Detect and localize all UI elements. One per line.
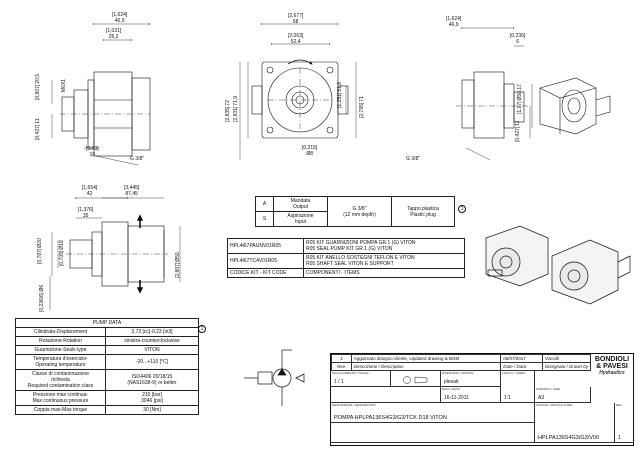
dim-side-top1: [1,654]42 [82, 185, 98, 197]
company-logo: BONDIOLI & PAVESI Hydraulics [594, 356, 630, 376]
port-plug: Tappo plastica Plastic plug [390, 196, 456, 227]
scale-field: SCALA DISEGNO / SCALE 1 / 1 [331, 371, 391, 387]
revision-note-marker: 1 [458, 205, 466, 213]
dim-right-port: G 3/8" [406, 156, 421, 162]
pump-note-marker: 1 [198, 325, 206, 333]
dim-front-left2: [0,427]11 [35, 118, 41, 141]
pump-row: Pressione max continua- Max continuous p… [15, 390, 199, 406]
center-view [239, 23, 357, 160]
dim-side-top2: [3,445]87,45 [124, 185, 140, 197]
dim-front-port: G 3/8" [130, 156, 145, 162]
dim-right-right2: [0,427]11 [515, 120, 521, 143]
format-field: FORMATO / SIZE A3 [535, 387, 591, 403]
revision-table: 1 Aggiornato disegno cliente, Updated dr… [331, 354, 592, 371]
dim-center-right2: [1,251]31,8 [337, 81, 343, 108]
kits-table: HPL4t67PAUNV01R05 R05 KIT GUARNIZIONI PO… [227, 238, 465, 278]
port-size: G 3/8" (12 mm depth) [327, 196, 392, 227]
pump-row: Classe di contaminazione richiesta Requi… [15, 369, 199, 391]
drawn-field: DISEGNATO / DRAWN plesati [441, 371, 501, 387]
kit-header-row: CODICE KIT - KIT CODE COMPONENTI - ITEMS [227, 268, 465, 278]
kit-row: HPL4t67PAUNV01R05 R05 KIT GUARNIZIONI PO… [227, 238, 465, 254]
right-view [456, 27, 533, 161]
dim-side-right1: [2,807]Ø55 [175, 252, 181, 278]
dim-center-left1: [2,835]72 [225, 100, 231, 122]
date-field: DATA / DATE 16-11-2011 [441, 387, 501, 403]
kit-code-header: CODICE KIT - KIT CODE [227, 268, 304, 278]
kit-row: HPL4t67TC4V01R05 R05 KIT ANELLO SOSTEGNI… [227, 253, 465, 269]
projection-symbol-icon [403, 376, 428, 384]
front-view [51, 23, 151, 166]
kit-code: HPL4t67PAUNV01R05 [227, 238, 304, 254]
hydraulic-symbol [244, 349, 305, 406]
dim-side-left1: [0,787]Ø20 [37, 238, 43, 264]
description-field: DESCRIZIONE / DESCRIPTION POMPA HPLPA136… [331, 403, 535, 423]
kit-code: HPL4t67TC4V01R05 [227, 253, 304, 269]
ports-table: A Mandata Output G 3/8" (12 mm depth) Ta… [255, 196, 456, 227]
port-name: Mandata Output [273, 196, 328, 212]
port-letter: A [255, 196, 274, 212]
pump-renders [485, 225, 631, 305]
dim-front-thread: M6X1 [61, 78, 67, 92]
rev-field: REV. 1 [615, 403, 634, 443]
dim-side-left2: [0,709]Ø18 [59, 240, 65, 266]
port-letter: S [255, 211, 274, 227]
dim-right-top1: [1,624]46,9 [446, 16, 462, 28]
kit-desc: R05 KIT ANELLO SOSTEGNI TEFLON E VITON R… [303, 253, 465, 269]
projection-field [391, 371, 441, 387]
revision-header: Rev. Descrizione / Description Date / Da… [331, 362, 592, 371]
dim-front-top2: [1,031]26,2 [106, 28, 122, 40]
code-field: CODICE / ARTICLE CODE HPLPA136S4G3/G3/V0… [535, 403, 615, 443]
kit-desc: R05 KIT GUARNIZIONI POMPA GR.1 (G) VITON… [303, 238, 465, 254]
iso-view [539, 77, 611, 135]
dim-right-right1: [1,97]Ø50,17 [517, 84, 523, 114]
dim-center-top2: [2,063]52,4 [288, 33, 304, 45]
side-view [49, 197, 181, 310]
pump-row: Temperatura d'esercizio- Operating tempe… [15, 354, 199, 370]
dim-center-bot: [0,315]Ø8 [302, 145, 318, 157]
pump-data-title: PUMP DATA [15, 318, 199, 328]
dim-side-top3: [1,376]35 [78, 207, 94, 219]
dim-center-top1: [2,677]68 [288, 13, 304, 25]
ports-row-s: S Aspirazione Input [255, 211, 455, 227]
sheet-field: FOGLIO / SHEET 1:1 [501, 371, 535, 403]
dim-side-left3: [0,236/6]Ø6 [39, 284, 45, 312]
dim-center-right1: [2,795]71 [359, 96, 365, 118]
blank-field [331, 387, 441, 403]
dim-right-top2: [0,236]6 [510, 33, 526, 45]
kit-items-header: COMPONENTI - ITEMS [303, 268, 465, 278]
ports-row-a: A Mandata Output G 3/8" (12 mm depth) Ta… [255, 196, 456, 227]
dim-center-left2: [2,831]71,9 [233, 95, 239, 122]
dim-front-top1: [1,624]46,9 [112, 12, 128, 24]
notes-field [331, 423, 535, 443]
title-block: 1 Aggiornato disegno cliente, Updated dr… [330, 353, 634, 446]
revision-row: 1 Aggiornato disegno cliente, Updated dr… [331, 354, 592, 363]
dim-front-bot1: [0,63]16 [86, 146, 99, 158]
port-name: Aspirazione Input [273, 211, 328, 227]
dim-front-left1: [0,807]20,5 [35, 73, 41, 100]
